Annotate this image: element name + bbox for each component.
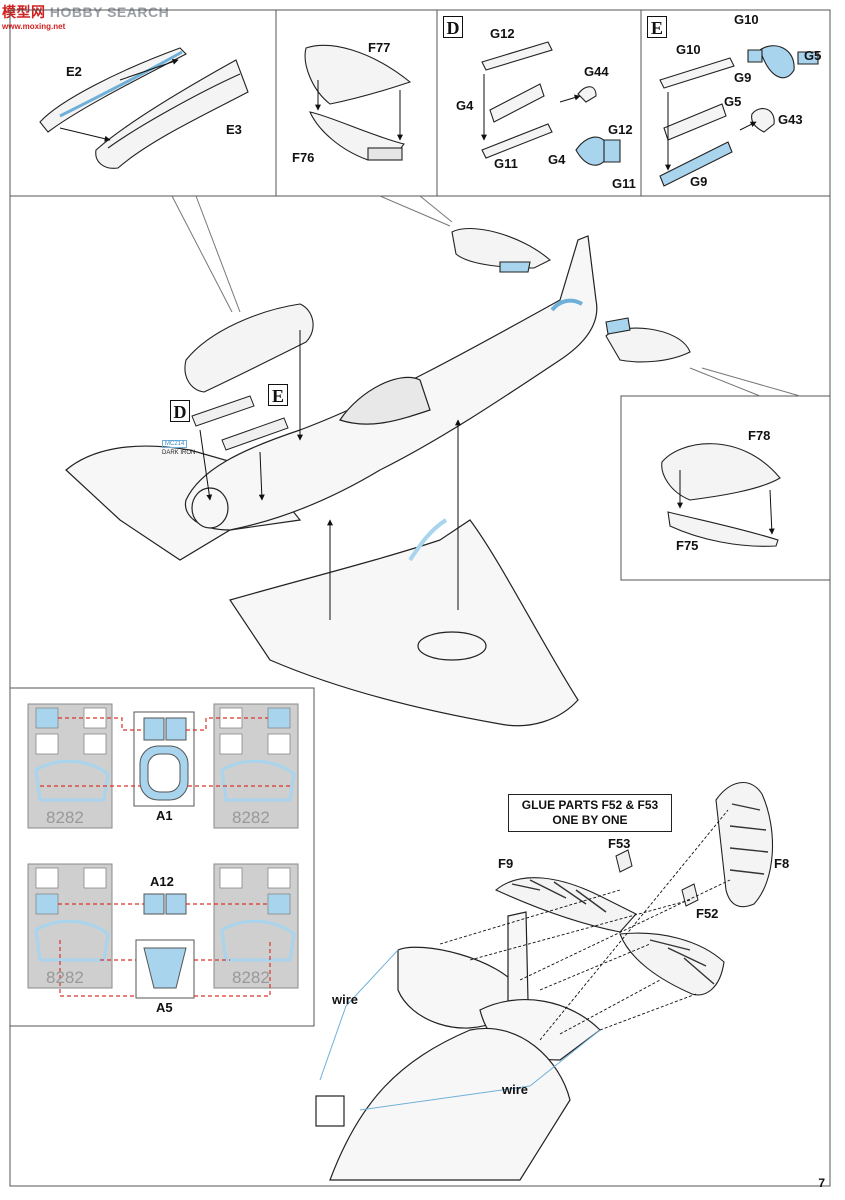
small-parts-f52-f53 [615, 849, 699, 907]
glue-note-line2: ONE BY ONE [552, 813, 628, 827]
tail-guide-lines [439, 809, 731, 1041]
label-f76: F76 [292, 150, 315, 165]
main-flaps [451, 228, 691, 363]
tail-assembly [315, 911, 601, 1181]
aircraft-main [65, 235, 598, 727]
photoetch-guides [40, 717, 290, 997]
elevator-f9 [494, 877, 725, 996]
exhaust-parts-d [481, 41, 621, 166]
label-g10: G10 [734, 12, 759, 27]
page-number: 7 [818, 1176, 825, 1190]
label-g10-b: G10 [676, 42, 701, 57]
label-f9: F9 [498, 856, 514, 871]
exhaust-parts-e [659, 45, 819, 187]
fret-number-3: 8282 [46, 968, 84, 987]
watermark-brand: HOBBY SEARCH [49, 4, 170, 20]
elevator-ribs-f9 [511, 879, 715, 985]
label-a5: A5 [156, 1000, 173, 1015]
flap-parts-f76-f77 [304, 44, 412, 161]
label-f77: F77 [368, 40, 391, 55]
photoetch-a12 [143, 893, 187, 915]
label-f52: F52 [696, 906, 719, 921]
photoetch-a1 [133, 711, 195, 807]
label-wire-2: wire [502, 1082, 529, 1097]
fret-number-1: 8282 [46, 808, 84, 827]
label-f78: F78 [748, 428, 771, 443]
detail-f78-f75 [661, 443, 781, 547]
label-e3: E3 [226, 122, 242, 137]
rudder-ribs-f8 [729, 803, 769, 875]
label-g11: G11 [494, 156, 518, 171]
paint-code: MC214 [162, 440, 188, 448]
label-f8: F8 [774, 856, 790, 871]
glue-note: GLUE PARTS F52 & F53 ONE BY ONE [508, 794, 672, 832]
step-e-marker: E [647, 16, 667, 38]
label-g5-b: G5 [724, 94, 742, 109]
cowl-parts [39, 47, 249, 169]
label-f53: F53 [608, 836, 631, 851]
label-a12: A12 [150, 874, 174, 889]
label-g12: G12 [490, 26, 515, 41]
wire-lines [319, 949, 601, 1111]
fret-number-2: 8282 [232, 808, 270, 827]
label-g43: G43 [778, 112, 803, 127]
step-d-marker: D [443, 16, 463, 38]
watermark-url: www.moxing.net [2, 22, 66, 31]
label-g4: G4 [456, 98, 474, 113]
main-step-e-marker: E [268, 384, 288, 406]
photoetch-a5 [135, 939, 195, 999]
label-g44: G44 [584, 64, 609, 79]
watermark: 模型网 HOBBY SEARCH [2, 2, 169, 22]
main-step-d-marker: D [170, 400, 190, 422]
top-panels-frame [9, 9, 831, 197]
label-g5: G5 [804, 48, 822, 63]
watermark-logo: 模型网 [2, 4, 46, 20]
label-g11-b: G11 [612, 176, 636, 191]
callout-lines [171, 195, 801, 397]
label-g9: G9 [734, 70, 752, 85]
fret-number-4: 8282 [232, 968, 270, 987]
label-g12-b: G12 [608, 122, 633, 137]
label-g4-b: G4 [548, 152, 566, 167]
glue-note-line1: GLUE PARTS F52 & F53 [521, 798, 659, 812]
label-g9-b: G9 [690, 174, 708, 189]
main-cowl [184, 303, 314, 393]
label-f75: F75 [676, 538, 699, 553]
rudder-f8 [715, 781, 774, 908]
label-wire-1: wire [332, 992, 359, 1007]
label-e2: E2 [66, 64, 82, 79]
tail-highlight [550, 298, 584, 312]
label-a1: A1 [156, 808, 173, 823]
paint-name: DARK IRON [162, 450, 196, 456]
wing-root-highlight [408, 518, 448, 562]
